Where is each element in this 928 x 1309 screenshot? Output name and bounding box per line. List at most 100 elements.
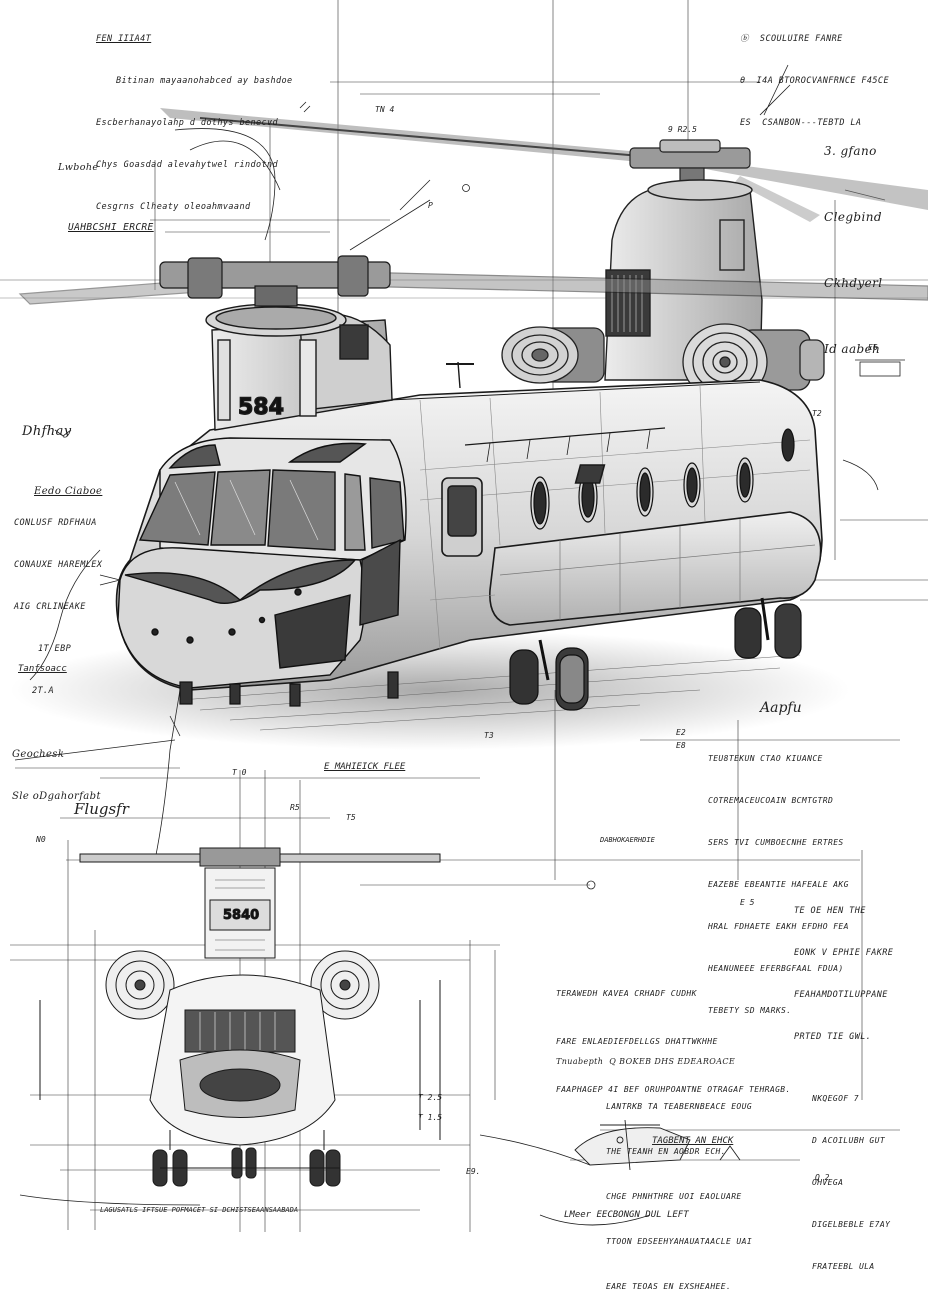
- dim-label-t25: T 2.5: [418, 1093, 442, 1102]
- note-line: D ACOILUBH GUT: [812, 1136, 886, 1145]
- forward-rotor: [18, 255, 928, 307]
- note-line: FAAPHAGEP 4I BEF ORUHPOANTNE OTRAGAF TEH…: [556, 1085, 791, 1094]
- note-line: 1T EBP: [38, 644, 72, 654]
- note-line: Geochesk: [12, 749, 65, 760]
- note-line: SERS TVI CUMBOECNHE ERTRES: [708, 838, 844, 847]
- note-line: FEN IIIA4T: [96, 34, 152, 44]
- note-line: CHGE PHNHTHRE UOI EAOLUARE: [606, 1192, 742, 1201]
- note-right-block-2: TE OE HEN THE EONK V EPHIE FAKRE FEAHAMD…: [794, 876, 893, 1058]
- dim-label-e3: E8: [676, 741, 686, 750]
- rear-rotor-hub: [629, 139, 751, 187]
- note-line: EARE TEOAS EN EXSHEAHEE.: [606, 1282, 732, 1291]
- note-line: Dhfhay: [22, 424, 72, 439]
- dimension-markers: [14, 64, 905, 1206]
- dim-label-q2: Q 2: [815, 1173, 830, 1182]
- cockpit: [117, 437, 407, 689]
- note-line: COTREMACEUCOAIN BCMTGTRD: [708, 796, 834, 805]
- tail-number-front: 5840: [223, 908, 259, 923]
- dim-label-e6: E6: [868, 343, 878, 352]
- note-line: AIG CRLINEAKE: [14, 602, 86, 612]
- small-side-sketch: [539, 1119, 741, 1226]
- note-line: ES CSANBON---TEBTD LA: [740, 118, 862, 128]
- note-line: TEBETY SD MARKS.: [708, 1006, 792, 1015]
- blueprint-sheet: 584: [0, 0, 928, 1232]
- dim-label-e2: E2: [676, 728, 686, 737]
- note-line: Ckhdyerl: [824, 276, 883, 290]
- note-line: ⓑ SCOULUIRE FANRE: [740, 34, 843, 44]
- note-lower-right: NKQEGOF 7 D ACOILUBH GUT OHVEGA DIGELBEB…: [812, 1064, 890, 1288]
- note-line: Chys Goasdad alevahytwel rindotnd: [96, 160, 279, 170]
- note-right-block-1: TEU8TEKUN CTAO KIUANCE COTREMACEUCOAIN B…: [708, 724, 849, 1032]
- note-line: PRTED TIE GWL.: [794, 1032, 872, 1042]
- rear-rotor-blades: [160, 108, 928, 222]
- note-line: HEANUNEEE EFERBGFAAL FDUA): [708, 964, 844, 973]
- note-line: CONLUSF RDFHAUA: [14, 518, 97, 528]
- note-line: Cesgrns Clheaty oleoahmvaand: [96, 202, 251, 212]
- note-line: THE TEANH EN AOBDR ECH.: [606, 1147, 726, 1156]
- dim-label-t0: T 0: [232, 768, 247, 777]
- note-line: CONAUXE HAREMLEX: [14, 560, 103, 570]
- note-left-label: Tanfsoacc: [18, 664, 67, 674]
- note-line: Id aabeh: [824, 342, 881, 356]
- dim-label-t5: T5: [346, 813, 356, 822]
- note-line: 2T.A: [32, 686, 55, 696]
- note-line: FEAHAMDOTILUPPANE: [794, 990, 888, 1000]
- note-line: LANTRKB TA TEABERNBEACE EOUG: [606, 1102, 753, 1111]
- dim-label-tn: TN 4: [375, 105, 394, 114]
- note-line: DIGELBEBLE E7AY: [812, 1220, 891, 1229]
- note-mid-block: TERAWEDH KAVEA CRHADF CUDHK FARE ENLAEDI…: [556, 954, 791, 1114]
- landing-gear: [179, 597, 802, 711]
- dim-label-r5: R5: [290, 803, 300, 812]
- note-line: TTOON EDSEEHYAHAUATAACLE UAI: [606, 1237, 753, 1246]
- dim-label-n0: N0: [35, 835, 46, 844]
- note-lower-block: Tnuabepth Q BOKEB DHS EDEAROACE LANTRKB …: [556, 1024, 752, 1309]
- note-line: FRATEEBL ULA: [812, 1262, 875, 1271]
- note-line: Tnuabepth Q BOKEB DHS EDEAROACE: [556, 1057, 736, 1066]
- note-line: Lwbohe: [58, 162, 99, 173]
- note-line: Eedo Ciaboe: [34, 486, 103, 497]
- dim-label-e5: E 5: [740, 898, 755, 907]
- dim-label-rv: 9 R2.5: [668, 125, 697, 134]
- dim-label-t3: T3: [484, 731, 494, 740]
- note-line: TERAWEDH KAVEA CRHADF CUDHK: [556, 989, 697, 998]
- note-line: 3. gfano: [824, 144, 877, 158]
- note-left-lower: Geochesk Sle oDgahorfabt: [12, 720, 101, 818]
- dim-label-p: P: [428, 201, 433, 210]
- note-line: OHVEGA: [812, 1178, 844, 1187]
- dim-label-e9: E9.: [466, 1167, 480, 1176]
- left-engine: [501, 326, 605, 384]
- note-bottom-right: LMeer EECBONGN DUL LEFT: [564, 1210, 689, 1220]
- front-view: 5840: [39, 847, 441, 1187]
- note-line: FARE ENLAEDIEFDELLGS DHATTWKHHE: [556, 1037, 718, 1046]
- note-left-mid-script: Dhfhay Eedo Ciaboe: [22, 382, 102, 522]
- dimension-labels: 9 R2.5 TN 4 P T 0 T5 R5 T3 E2 E8 E 5 N0 …: [35, 105, 878, 1182]
- note-left-spec: CONLUSF RDFHAUA CONAUXE HAREMLEX AIG CRL…: [14, 488, 102, 712]
- note-line: EAZEBE EBEANTIE HAFEALE AKG: [708, 880, 849, 889]
- note-line: TE OE HEN THE: [794, 906, 866, 916]
- note-right-block-1-signature: Aapfu: [760, 700, 802, 716]
- note-line: EONK V EPHIE FAKRE: [794, 948, 894, 958]
- note-left-upper: Lwbohe UAHBCSHI ERCRE: [58, 118, 154, 258]
- note-top-right: ⓑ SCOULUIRE FANRE θ I4A BTOROCVANFRNCE F…: [740, 4, 889, 144]
- note-mid-label: E MAHIEICK FLEE: [324, 762, 406, 772]
- note-line: TEU8TEKUN CTAO KIUANCE: [708, 754, 823, 763]
- dim-label-t15: T 1.5: [418, 1113, 442, 1122]
- note-line: Sle oDgahorfabt: [12, 791, 101, 802]
- note-line: Bitinan mayaanohabced ay bashdoe: [116, 76, 293, 86]
- note-line: UAHBCSHI ERCRE: [68, 222, 154, 233]
- note-right-script: 3. gfano Clegbind Ckhdyerl Id aabeh: [824, 96, 883, 382]
- note-line: Clegbind: [824, 210, 882, 224]
- note-line: NKQEGOF 7: [812, 1094, 859, 1103]
- note-line: Escberhanayolahp d dothys benecvd: [96, 118, 279, 128]
- note-mid-label-2: DABHOKAERHDIE: [600, 836, 655, 844]
- main-helicopter-view: 584: [10, 108, 928, 750]
- note-bottom-left: LAGUSATLS IFTSUE POFMACET SI DCHISTSEAAN…: [100, 1206, 299, 1214]
- note-line: θ I4A BTOROCVANFRNCE F45CE: [740, 76, 889, 86]
- note-top-left: FEN IIIA4T Bitinan mayaanohabced ay bash…: [96, 4, 293, 228]
- note-mid-left-script: Flugsfr: [74, 800, 129, 818]
- note-tagbent-label: TAGBENT AN EHCK: [652, 1136, 734, 1146]
- tail-number-side: 584: [238, 395, 284, 420]
- dim-label-t2: T2: [812, 409, 822, 418]
- note-line: HRAL FDHAETE EAKH EFDHO FEA: [708, 922, 849, 931]
- forward-pylon: 584: [205, 303, 474, 431]
